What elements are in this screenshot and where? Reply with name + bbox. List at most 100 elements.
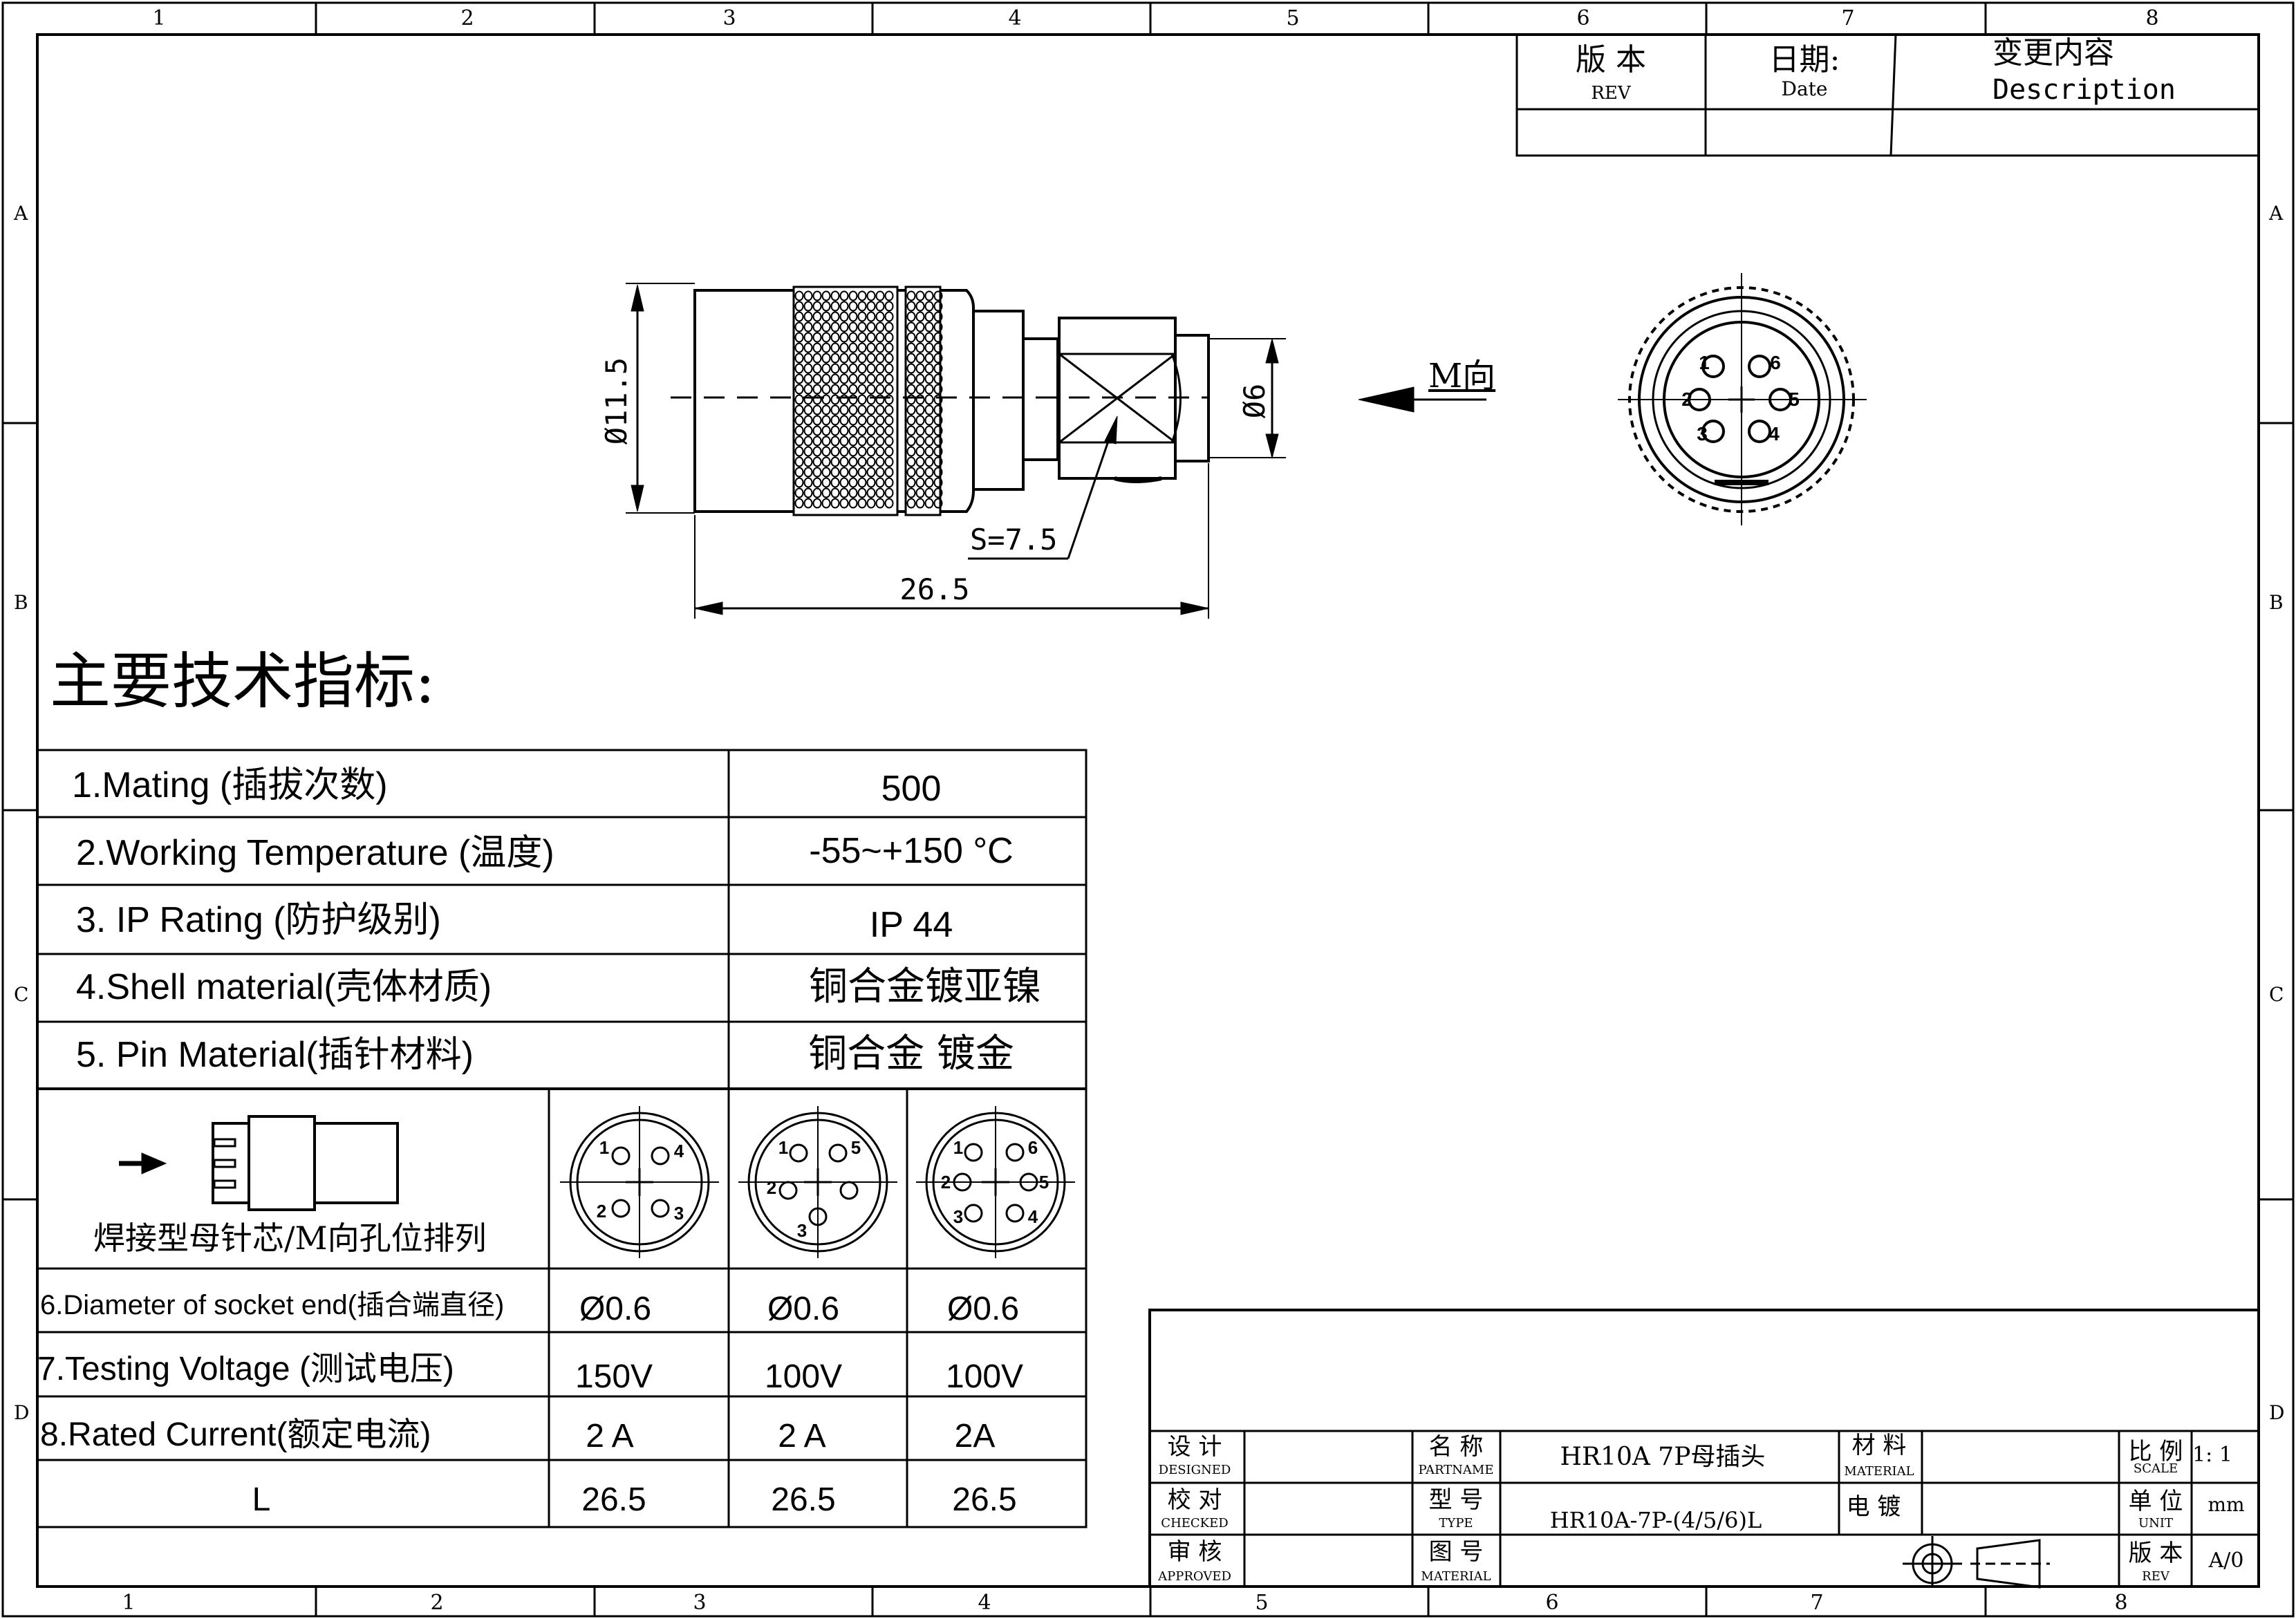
v4-pin-4: 4 [673,1141,684,1161]
param-length-5: 26.5 [771,1481,836,1518]
front-pin-5: 5 [1789,389,1800,410]
row-label-left-a: A [14,202,28,225]
date-header-en: Date [1781,77,1828,100]
row-label-left-b: B [14,591,28,614]
tb-approved-cn: 审 核 [1167,1538,1222,1566]
front-pin-1: 1 [1699,352,1710,373]
col-label-top-1: 1 [152,6,166,30]
direction-label: M向 [1428,357,1496,395]
col-label-top-7: 7 [1841,6,1855,30]
tb-partname-value: HR10A 7P母插头 [1560,1443,1766,1471]
col-label-bottom-8: 8 [2114,1591,2128,1615]
col-label-bottom-1: 1 [122,1591,136,1615]
tb-scale-value: 1: 1 [2192,1443,2232,1467]
v6-pin-6: 6 [1027,1137,1038,1158]
col-label-top-6: 6 [1576,6,1590,30]
row-label-right-b: B [2269,591,2284,614]
spec-value-ip-rating: IP 44 [869,905,953,945]
rev-header-en: REV [1591,83,1631,104]
v5-pin-2: 2 [766,1177,777,1198]
tb-type-value: HR10A-7P-(4/5/6)L [1549,1507,1762,1533]
tb-rev-cn: 版 本 [2128,1540,2183,1567]
inner-diameter-label: Ø6 [1238,383,1271,419]
param-label-voltage: 7.Testing Voltage (测试电压) [37,1351,454,1387]
diameter-label: Ø11.5 [599,357,633,445]
col-label-bottom-4: 4 [978,1591,991,1615]
pin-layout-4 [560,1106,719,1258]
col-label-bottom-3: 3 [693,1591,707,1615]
tb-unit-en: UNIT [2138,1516,2174,1531]
col-label-top-5: 5 [1286,6,1300,30]
param-current-5: 2 A [778,1418,826,1454]
layout-caption: 焊接型母针芯/M向孔位排列 [93,1219,487,1257]
spec-label-mating: 1.Mating (插拔次数) [72,765,388,805]
param-current-6: 2A [954,1418,996,1454]
col-label-bottom-2: 2 [430,1591,444,1615]
param-voltage-5: 100V [764,1358,843,1395]
rev-header-cn: 版 本 [1576,42,1646,77]
param-diameter-4: Ø0.6 [579,1291,652,1327]
col-label-top-8: 8 [2145,6,2159,30]
spec-label-pin-material: 5. Pin Material(插针材料) [76,1035,474,1075]
v5-pin-3: 3 [796,1220,808,1241]
front-pin-4: 4 [1768,423,1780,444]
date-header-cn: 日期: [1768,42,1840,77]
tb-rev-en: REV [2142,1569,2169,1584]
connector-front-view [1618,273,1867,525]
tb-checked-en: CHECKED [1161,1516,1229,1531]
v6-pin-5: 5 [1038,1172,1049,1192]
col-label-bottom-7: 7 [1810,1591,1824,1615]
tb-material-cn: 材 料 [1851,1432,1907,1459]
v4-pin-2: 2 [596,1201,607,1222]
tb-material-en: MATERIAL [1844,1464,1914,1479]
col-label-bottom-5: 5 [1255,1591,1269,1615]
pin-layout-5 [738,1106,897,1258]
param-diameter-6: Ø0.6 [946,1291,1020,1327]
param-label-current: 8.Rated Current(额定电流) [40,1416,431,1453]
v6-pin-4: 4 [1027,1206,1038,1227]
solder-connector-icon [119,1115,399,1211]
col-label-bottom-6: 6 [1545,1591,1559,1615]
v4-pin-3: 3 [673,1203,684,1224]
spec-label-shell-material: 4.Shell material(壳体材质) [76,967,492,1007]
hex-label: S=7.5 [970,523,1058,556]
tb-drawing-en: MATERIAL [1421,1569,1491,1584]
param-voltage-4: 150V [575,1358,653,1395]
param-label-length: L [252,1481,271,1518]
spec-table-grid [36,749,1088,1528]
tb-designed-cn: 设 计 [1167,1433,1222,1461]
param-length-4: 26.5 [581,1481,646,1518]
tb-type-cn: 型 号 [1428,1486,1484,1514]
spec-value-temperature: -55~+150 °C [809,831,1014,871]
row-label-right-a: A [2269,202,2284,225]
desc-header-cn: 变更内容 [1992,35,2114,71]
revision-table [1515,33,2260,157]
specs-title: 主要技术指标: [50,646,436,717]
v6-pin-3: 3 [953,1206,964,1227]
knurl-pattern [794,290,943,509]
col-label-top-4: 4 [1008,6,1022,30]
column-ticks [3,3,2293,1616]
tb-partname-en: PARTNAME [1418,1463,1494,1477]
tb-drawing-cn: 图 号 [1428,1538,1484,1566]
v5-pin-1: 1 [778,1137,789,1158]
connector-side-view [626,283,1486,619]
pin-layout-6 [916,1106,1075,1258]
row-label-left-c: C [14,983,29,1006]
front-pin-3: 3 [1697,423,1708,444]
tb-scale-en: SCALE [2133,1461,2178,1476]
tb-scale-cn: 比 例 [2128,1438,2183,1466]
v6-pin-1: 1 [953,1137,964,1158]
spec-label-ip-rating: 3. IP Rating (防护级别) [76,900,441,940]
param-label-diameter: 6.Diameter of socket end(插合端直径) [40,1290,505,1320]
tb-checked-cn: 校 对 [1167,1486,1222,1514]
col-label-top-2: 2 [460,6,474,30]
tb-plating-cn: 电 镀 [1846,1493,1901,1521]
row-label-right-c: C [2269,983,2284,1006]
tb-approved-en: APPROVED [1158,1569,1231,1584]
title-block-grid [1148,1309,2260,1588]
param-voltage-6: 100V [945,1358,1024,1395]
v5-pin-5: 5 [850,1137,861,1158]
tb-partname-cn: 名 称 [1428,1433,1484,1461]
